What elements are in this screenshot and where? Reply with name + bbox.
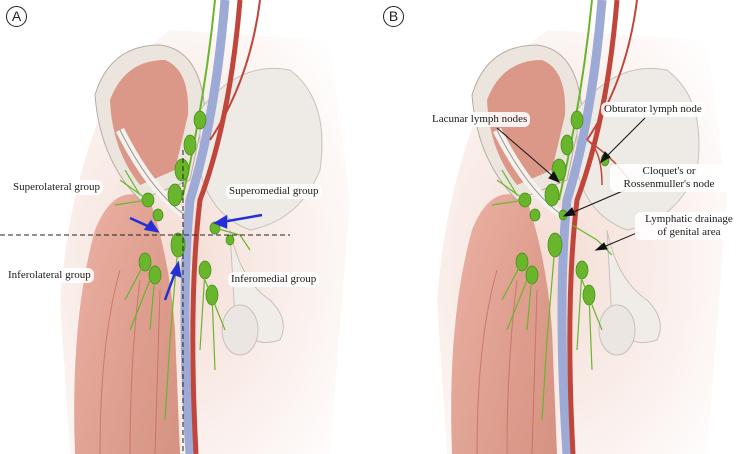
panel-a: A Superolateral group Superomedial group… — [0, 0, 376, 454]
obturator-lymph-node-label: Obturator lymph node — [601, 102, 705, 117]
genital-drainage-label: Lymphatic drainage of genital area — [635, 212, 743, 240]
cloquet-node-label: Cloquet's or Rossenmuller's node — [610, 164, 728, 192]
anatomy-illustration-a — [0, 0, 376, 454]
genital-drainage-label-line1: Lymphatic drainage — [645, 213, 733, 225]
superomedial-group-label: Superomedial group — [226, 184, 322, 199]
inferolateral-group-label: Inferolateral group — [5, 268, 94, 283]
cloquet-node-label-line1: Cloquet's or — [642, 165, 696, 177]
cloquet-node-label-line2: Rossenmuller's node — [623, 178, 715, 190]
lacunar-lymph-nodes-label: Lacunar lymph nodes — [429, 112, 531, 127]
superolateral-group-label: Superolateral group — [10, 180, 104, 195]
panel-b: B Lacunar lymph nodes Obturator lymph no… — [377, 0, 753, 454]
panel-b-badge: B — [383, 6, 404, 27]
panel-a-badge: A — [6, 6, 27, 27]
genital-drainage-label-line2: of genital area — [657, 226, 721, 238]
inferomedial-group-label: Inferomedial group — [228, 272, 320, 287]
